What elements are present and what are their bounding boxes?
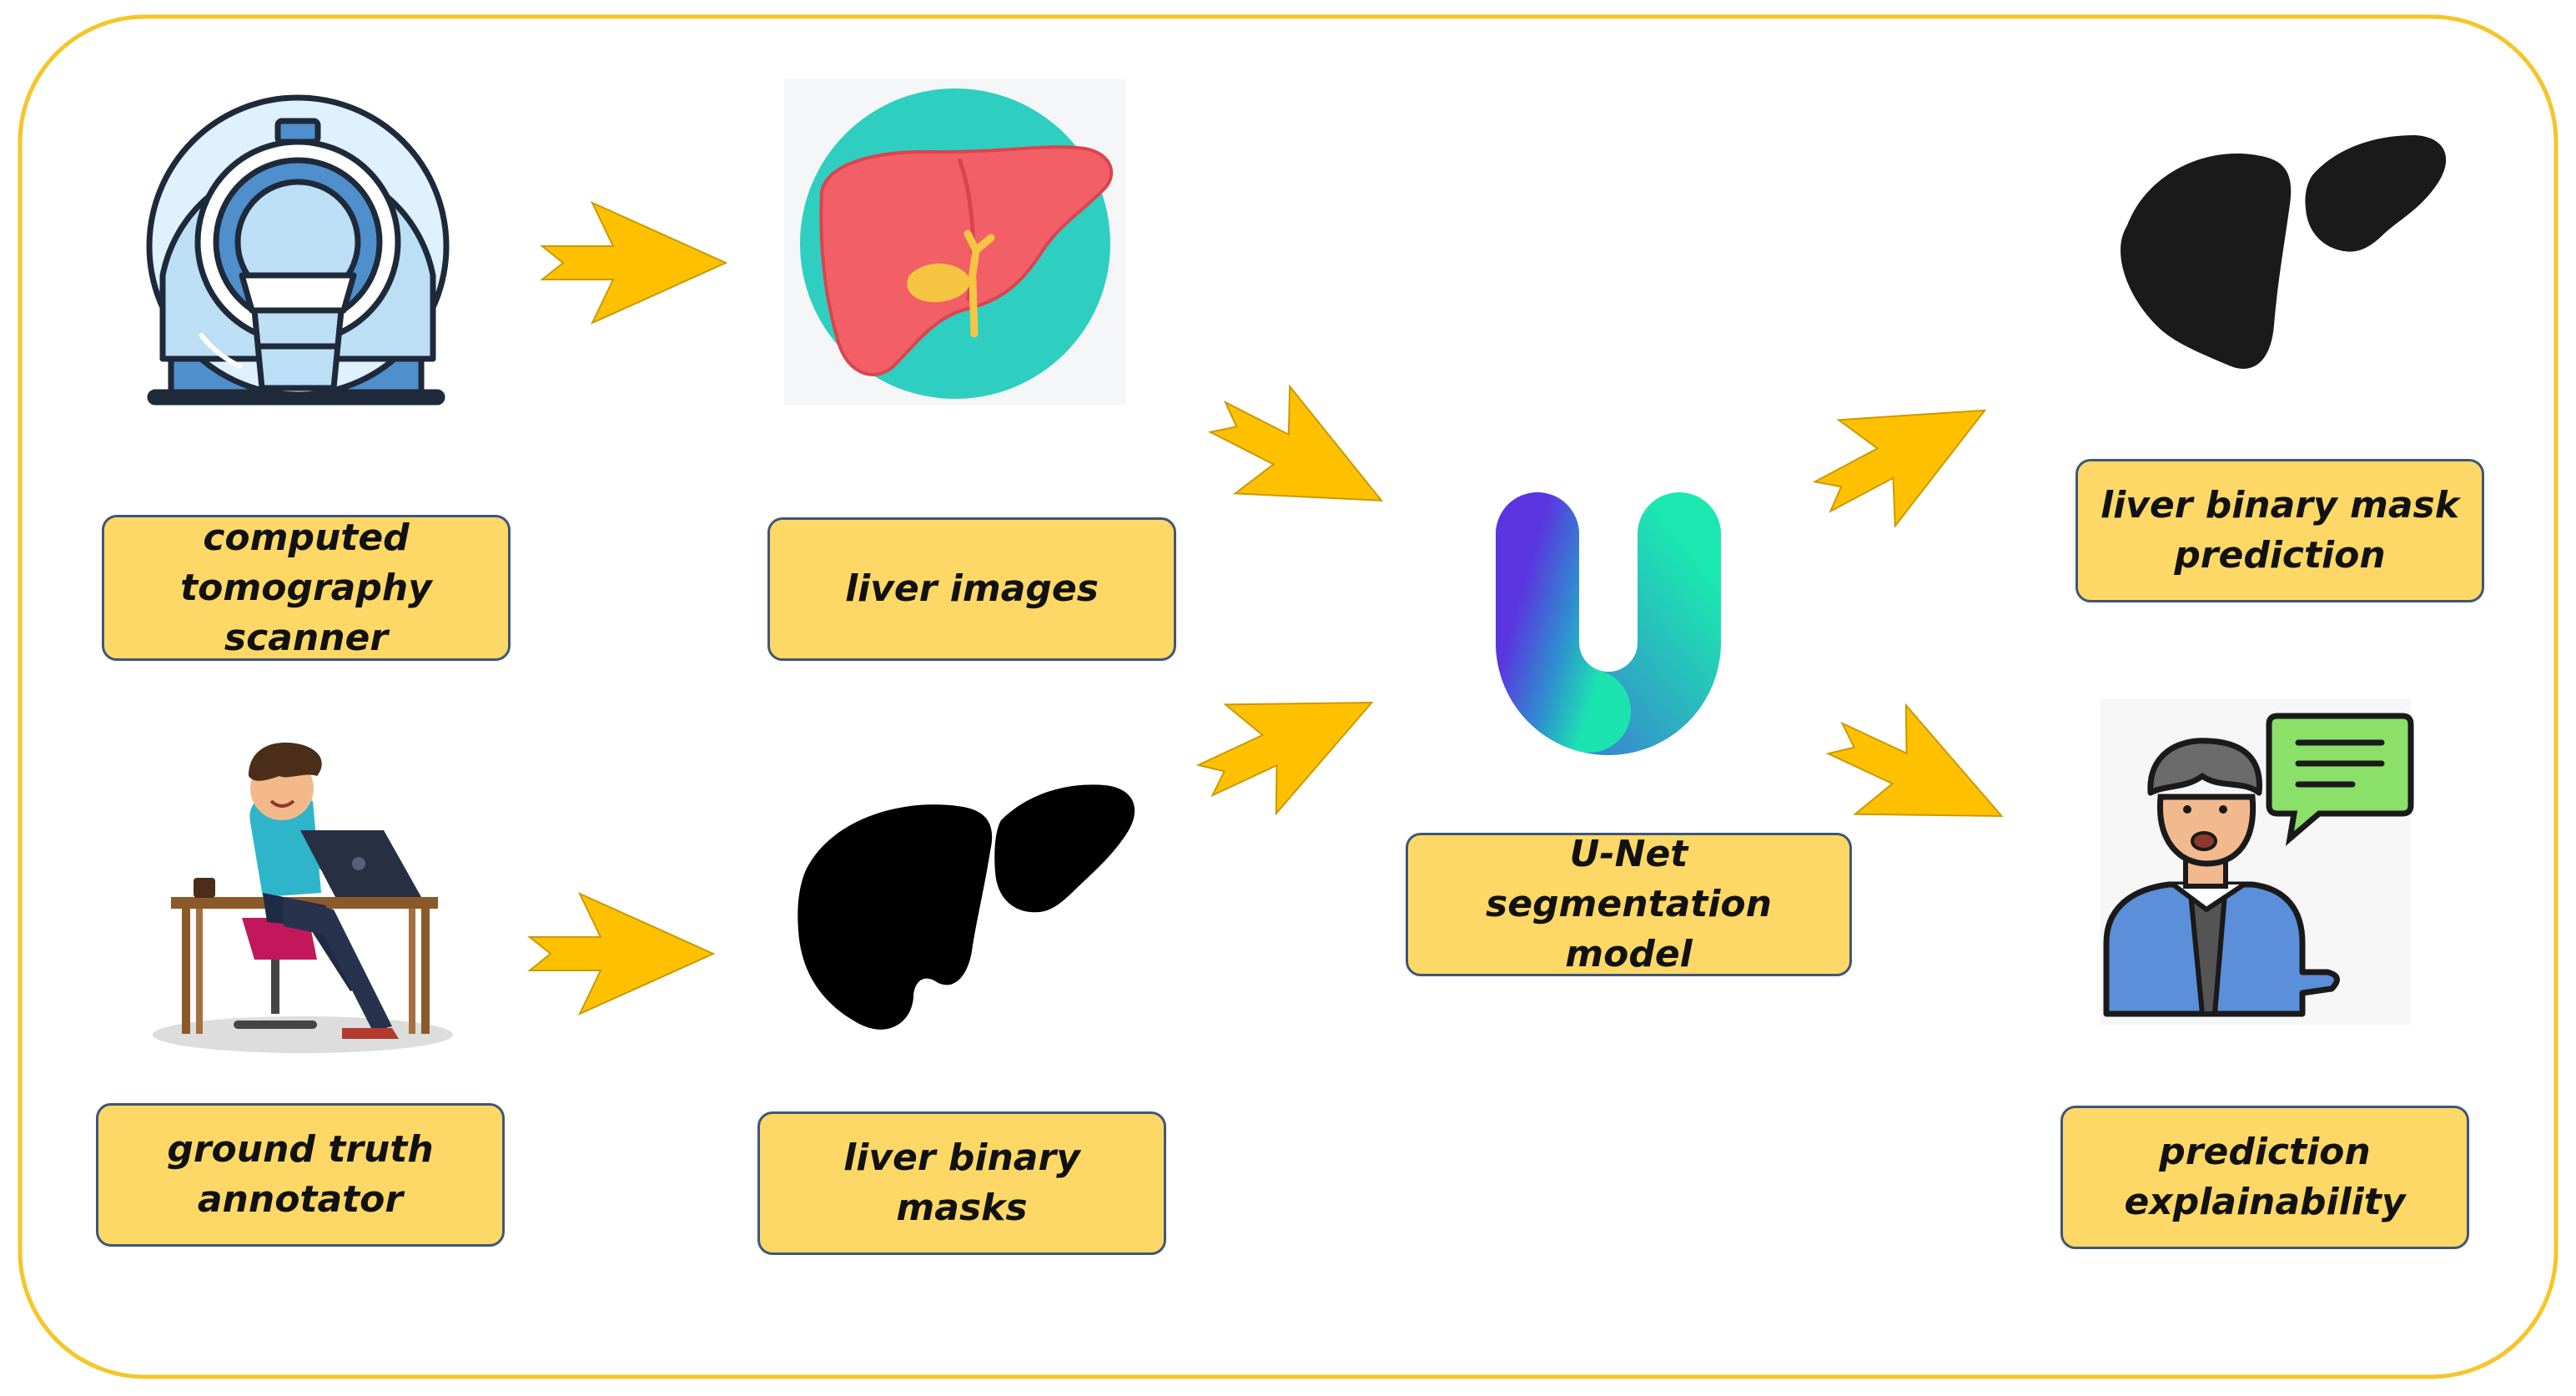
explainer-person-icon [2101, 699, 2414, 1025]
label-line: liver binary masks [843, 1136, 1080, 1229]
unet-logo-icon [1495, 492, 1721, 755]
label-line: liver binary mask [2101, 484, 2459, 527]
label-liver-images: liver images [767, 517, 1176, 661]
arrow-images-to-unet [1190, 362, 1410, 556]
outer-frame [18, 14, 2558, 1379]
label-mask-prediction: liver binary mask prediction [2075, 459, 2484, 602]
label-liver-masks: liver binary masks [757, 1111, 1166, 1255]
label-annotator: ground truth annotator [96, 1103, 505, 1247]
label-line: computed [203, 516, 410, 559]
ct-scanner-icon [146, 94, 450, 406]
label-ct-scanner: computed tomography scanner [102, 515, 511, 661]
arrow-unet-to-mask-prediction [1794, 356, 2015, 551]
arrow-masks-to-unet [1179, 647, 1398, 836]
label-line: U-Net segmentation [1486, 833, 1772, 925]
arrow-ct-to-liver-images [541, 202, 727, 324]
label-line: prediction [2174, 534, 2386, 577]
liver-silhouette-icon [2121, 135, 2447, 369]
arrow-annotator-to-masks [529, 893, 714, 1015]
liver-color-icon [784, 79, 1126, 405]
liver-silhouette-icon [797, 784, 1135, 1030]
label-line: prediction [2159, 1131, 2371, 1173]
label-line: liver images [845, 567, 1099, 610]
label-line: ground truth [167, 1128, 434, 1171]
label-line: model [1565, 933, 1693, 975]
label-line: explainability [2124, 1181, 2406, 1223]
label-unet-model: U-Net segmentation model [1406, 833, 1852, 976]
label-explainability: prediction explainability [2060, 1106, 2469, 1249]
label-line: tomography [180, 566, 432, 609]
annotator-person-icon [153, 742, 453, 1053]
label-line: annotator [197, 1178, 404, 1221]
label-line: scanner [224, 616, 389, 659]
